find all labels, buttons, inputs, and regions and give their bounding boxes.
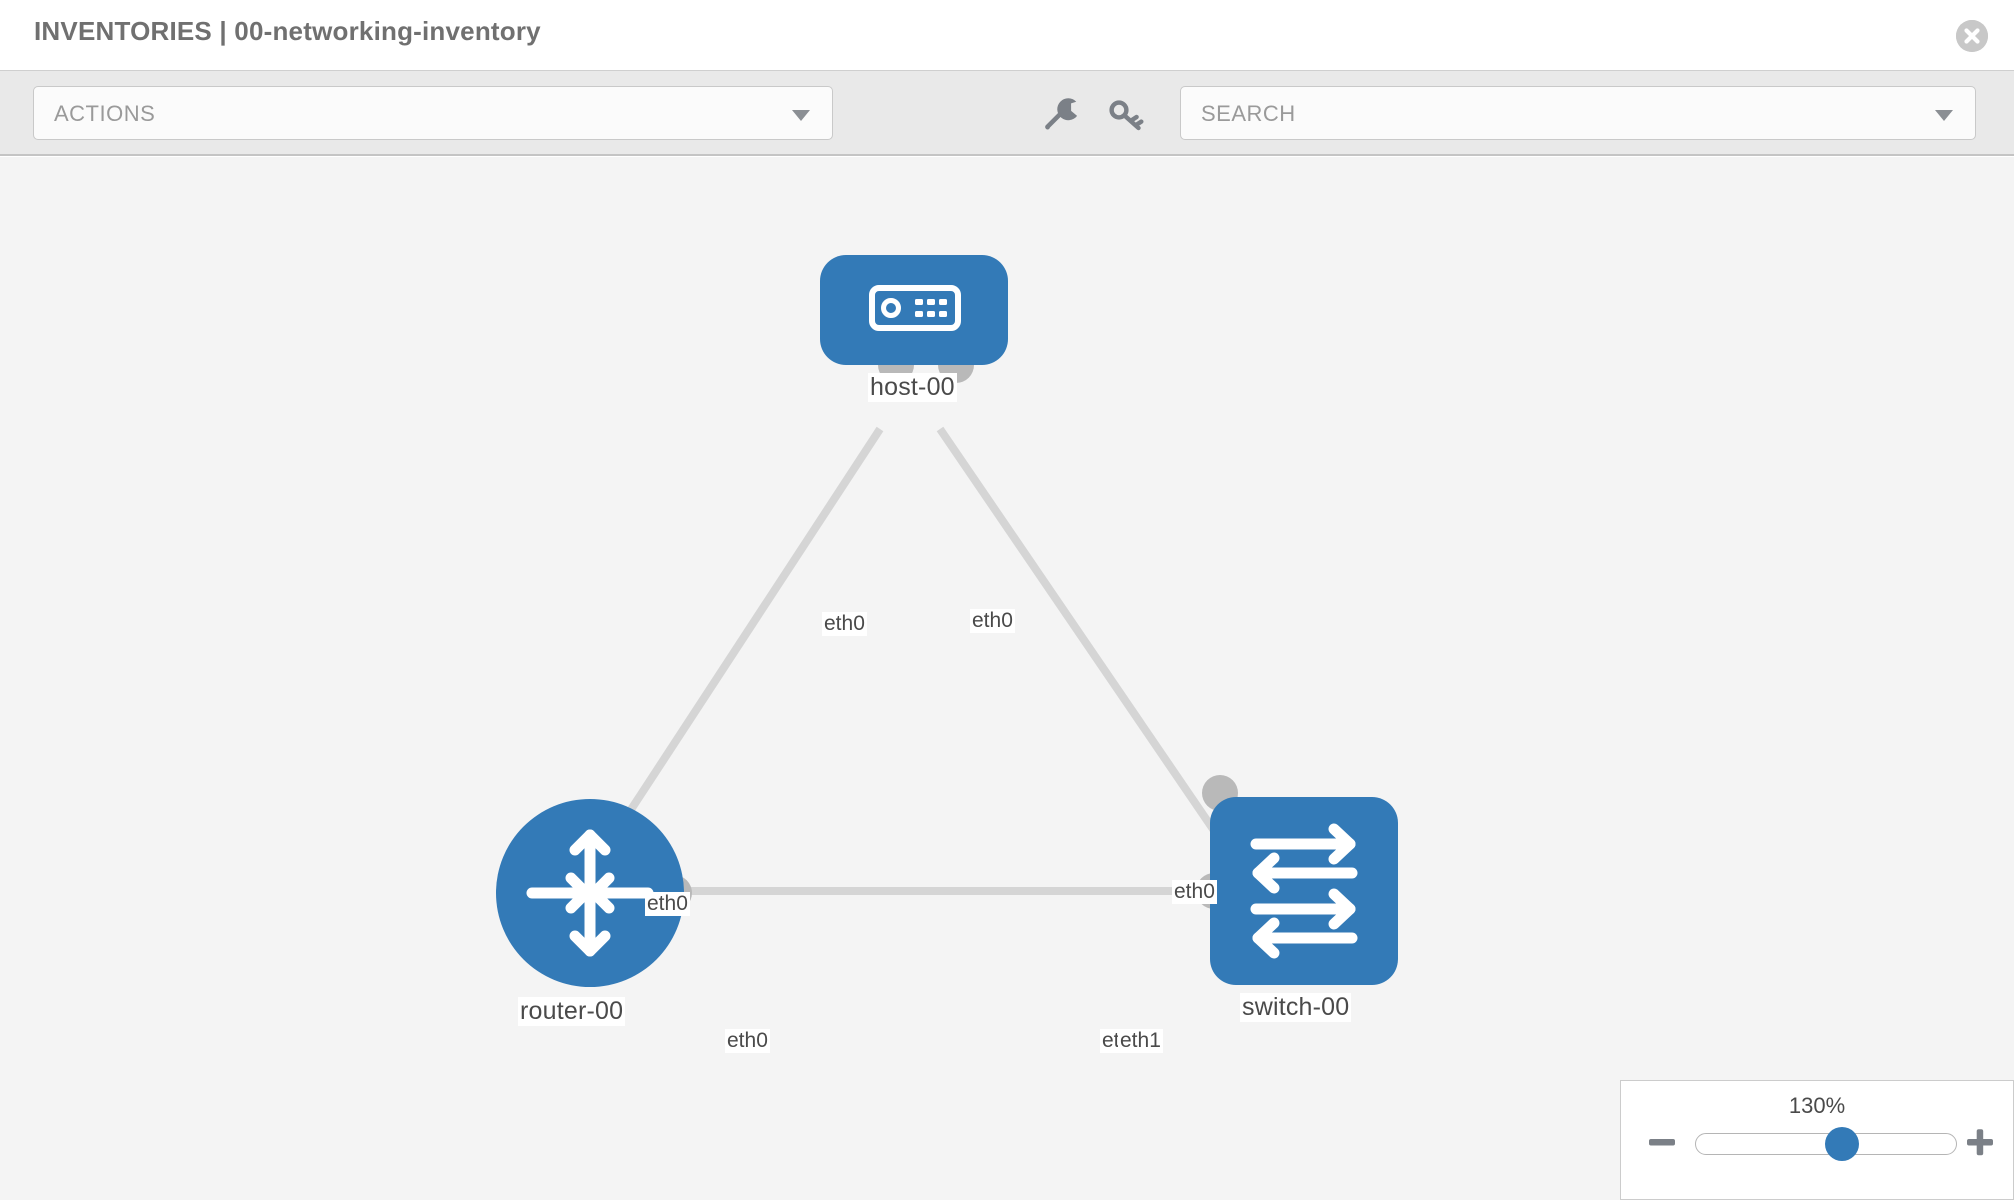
node-host-00[interactable]: host-00: [820, 255, 1008, 402]
iface-label-router00-eth0-up: eth0: [645, 892, 690, 916]
toolbar: ACTIONS SEARC: [0, 70, 2014, 156]
edge-host00-router00: [596, 426, 884, 860]
node-switch-00-label: switch-00: [1240, 993, 1352, 1022]
actions-dropdown-label: ACTIONS: [54, 101, 156, 126]
server-appliance-icon: [869, 285, 961, 331]
zoom-level-value: 130%: [1788, 1093, 1846, 1118]
actions-dropdown[interactable]: ACTIONS: [33, 86, 833, 140]
window-header: INVENTORIES | 00-networking-inventory: [0, 0, 2014, 70]
iface-label-switch00-eth0-up: eth0: [1172, 880, 1217, 904]
node-switch-00[interactable]: switch-00: [1196, 775, 1398, 1022]
search-input[interactable]: SEARCH: [1180, 86, 1976, 140]
search-placeholder: SEARCH: [1201, 101, 1296, 126]
zoom-out-button[interactable]: [1645, 1125, 1679, 1159]
wrench-icon[interactable]: [1040, 95, 1084, 135]
node-router-00-label: router-00: [518, 997, 626, 1026]
node-host-00-label: host-00: [868, 373, 957, 402]
node-switch-00-shape[interactable]: [1210, 797, 1398, 985]
zoom-control-panel: 130%: [1620, 1080, 2014, 1200]
edge-host00-switch00: [936, 426, 1236, 860]
chevron-down-icon[interactable]: [1935, 110, 1953, 121]
iface-label-host00-eth0-right: eth0: [970, 609, 1015, 633]
iface-label-host00-eth0-left: eth0: [822, 612, 867, 636]
switch-arrows-icon: [1250, 823, 1358, 959]
zoom-slider[interactable]: [1695, 1127, 1957, 1161]
iface-label-router00-eth0-right: eth0: [725, 1029, 770, 1053]
zoom-in-button[interactable]: [1963, 1125, 1997, 1159]
router-four-arrows-icon: [526, 829, 654, 957]
page-title: INVENTORIES | 00-networking-inventory: [34, 16, 541, 46]
chevron-down-icon: [792, 110, 810, 121]
zoom-slider-thumb[interactable]: [1825, 1127, 1859, 1161]
iface-label-switch00-eth1: eth1: [1118, 1029, 1163, 1053]
node-host-00-shape[interactable]: [820, 255, 1008, 365]
topology-edges: [596, 426, 1236, 895]
key-icon[interactable]: [1105, 95, 1149, 135]
close-icon[interactable]: [1956, 20, 1988, 52]
topology-canvas[interactable]: host-00 eth0 eth0: [0, 157, 2014, 1200]
